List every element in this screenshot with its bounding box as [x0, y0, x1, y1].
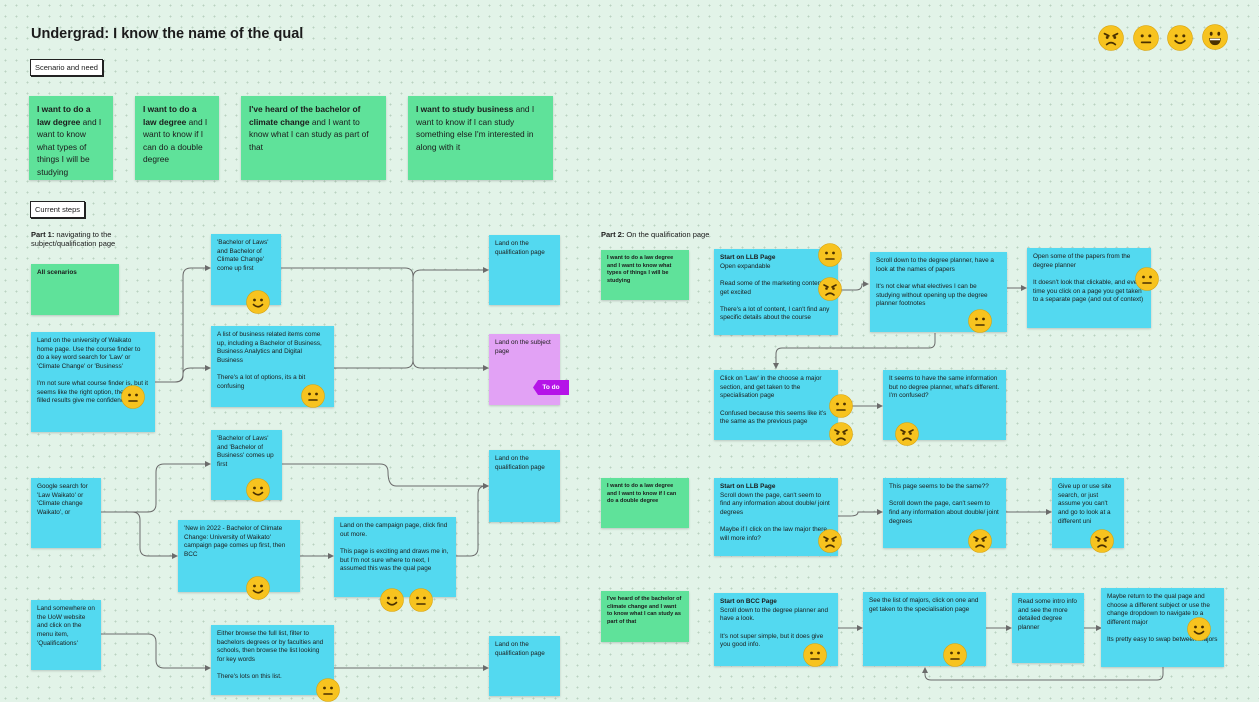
part2-heading: Part 2: On the qualification page — [601, 230, 709, 239]
neutral-face-icon — [409, 588, 433, 612]
browse-list-note: Either browse the full list, filter to b… — [211, 625, 334, 695]
smiling-face-icon — [246, 290, 270, 314]
note-text: Open expandable Read some of the marketi… — [720, 262, 830, 322]
open-papers-note: Open some of the papers from the degree … — [1027, 248, 1151, 328]
land-somewhere-note: Land somewhere on the UoW website and cl… — [31, 600, 101, 670]
angry-face-icon — [818, 529, 842, 553]
google-search-note: Google search for 'Law Waikato' or 'Clim… — [31, 478, 101, 548]
scenario-note-law-study: I want to do a law degree and I want to … — [29, 96, 113, 180]
part-bold: Part 2: — [601, 230, 625, 239]
p2-scenario-climate: I've heard of the bachelor of climate ch… — [601, 591, 689, 642]
neutral-face-icon — [301, 384, 325, 408]
neutral-face-icon — [803, 643, 827, 667]
note-text: Scroll down to the degree planner and ha… — [720, 606, 829, 649]
scenario-note-law-double: I want to do a law degree and I want to … — [135, 96, 219, 180]
scenario-bold: I want to study business — [416, 104, 514, 114]
land-qualification-note-3: Land on the qualification page — [489, 636, 560, 696]
scenario-and-need-tag: Scenario and need — [30, 59, 103, 76]
board-title: Undergrad: I know the name of the qual — [31, 26, 304, 42]
legend-angry-face-icon — [1098, 25, 1124, 51]
click-law-major-note: Click on 'Law' in the choose a major sec… — [714, 370, 838, 440]
angry-face-icon — [968, 529, 992, 553]
new-2022-campaign-note: 'New in 2022 - Bachelor of Climate Chang… — [178, 520, 300, 592]
connector-lines — [101, 265, 1164, 681]
note-text: Scroll down the page, can't seem to find… — [720, 491, 830, 542]
scenario-bold: I want to do a law degree — [143, 104, 197, 127]
start-llb-page-note-1: Start on LLB Page Open expandable Read s… — [714, 249, 838, 335]
land-qualification-note-1: Land on the qualification page — [489, 235, 560, 305]
neutral-face-icon — [818, 243, 842, 267]
current-steps-tag: Current steps — [30, 201, 86, 218]
angry-face-icon — [818, 277, 842, 301]
part-bold: Part 1: — [31, 230, 55, 239]
smiling-face-icon — [246, 478, 270, 502]
legend-neutral-face-icon — [1133, 25, 1159, 51]
land-qualification-note-2: Land on the qualification page — [489, 450, 560, 522]
todo-label: To do — [533, 380, 569, 395]
legend-smiling-face-icon — [1167, 25, 1193, 51]
land-waikato-home-note: Land on the university of Waikato home p… — [31, 332, 155, 432]
smiling-face-icon — [1187, 617, 1211, 641]
neutral-face-icon — [316, 678, 340, 702]
all-scenarios-note: All scenarios — [31, 264, 119, 315]
note-title: Start on LLB Page — [720, 254, 776, 261]
neutral-face-icon — [1135, 267, 1159, 291]
list-of-majors-note: See the list of majors, click on one and… — [863, 592, 986, 666]
p2-scenario-law-double: I want to do a law degree and I want to … — [601, 478, 689, 528]
page-same-note: This page seems to be the same?? Scroll … — [883, 478, 1006, 548]
scenario-text: and I want to know what types of things … — [37, 116, 102, 178]
part-text: navigating to the subject/qualification … — [31, 230, 116, 249]
scenario-text: and I want to know if I can do a double … — [143, 116, 208, 165]
scenario-text: and I want to know if I can study someth… — [416, 104, 535, 152]
neutral-face-icon — [829, 394, 853, 418]
part1-heading: Part 1: navigating to the subject/qualif… — [31, 230, 141, 249]
angry-face-icon — [1090, 529, 1114, 553]
scenario-text: and I want to know what I can study as p… — [249, 116, 369, 152]
angry-face-icon — [895, 422, 919, 446]
note-title: Start on LLB Page — [720, 483, 776, 490]
start-llb-page-note-2: Start on LLB Page Scroll down the page, … — [714, 478, 838, 556]
scenario-bold: I want to do a law degree — [37, 104, 91, 127]
smiling-face-icon — [246, 576, 270, 600]
note-title: Start on BCC Page — [720, 598, 777, 605]
neutral-face-icon — [943, 643, 967, 667]
campaign-page-note: Land on the campaign page, click find ou… — [334, 517, 456, 597]
scenario-note-business: I want to study business and I want to k… — [408, 96, 553, 180]
p2-scenario-law-study: I want to do a law degree and I want to … — [601, 250, 689, 300]
neutral-face-icon — [121, 385, 145, 409]
part-text: On the qualification page — [624, 230, 710, 239]
smiling-face-icon — [380, 588, 404, 612]
bachelor-of-laws-note-1: 'Bachelor of Laws' and Bachelor of Clima… — [211, 234, 281, 305]
legend-grinning-face-icon — [1202, 24, 1228, 50]
scenario-bold: I've heard of the bachelor of climate ch… — [249, 104, 361, 127]
neutral-face-icon — [968, 309, 992, 333]
scenario-note-climate: I've heard of the bachelor of climate ch… — [241, 96, 386, 180]
angry-face-icon — [829, 422, 853, 446]
read-intro-info-note: Read some intro info and see the more de… — [1012, 593, 1084, 663]
